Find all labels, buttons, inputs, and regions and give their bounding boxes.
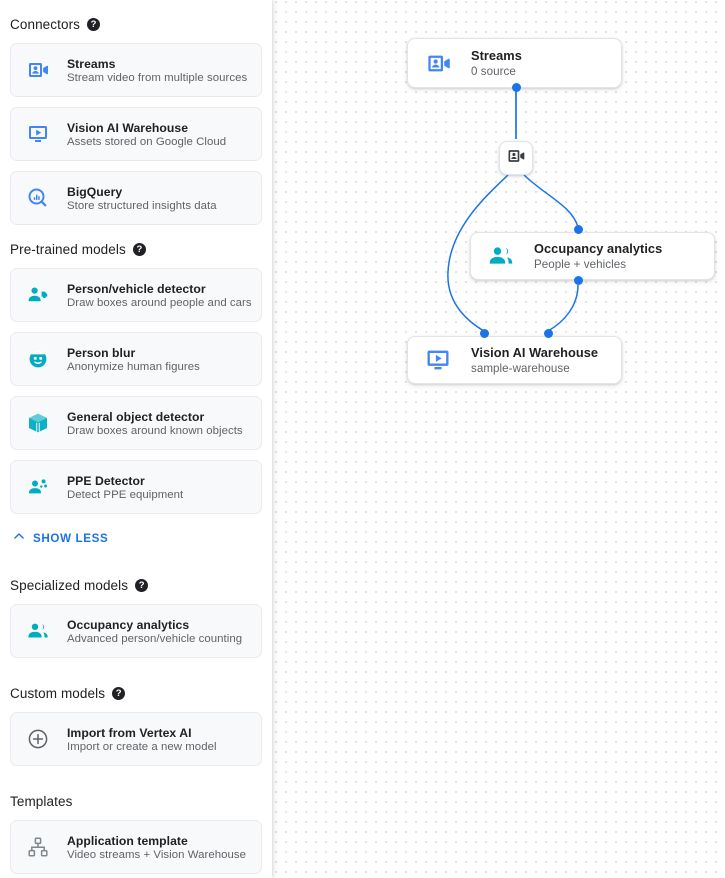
node-port-occupancy-input[interactable] xyxy=(574,225,583,234)
component-sidebar: Connectors ? Streams Stream video from m… xyxy=(0,0,272,878)
node-text: Occupancy analytics People + vehicles xyxy=(534,241,662,271)
chevron-up-icon xyxy=(12,529,26,548)
node-subtitle: sample-warehouse xyxy=(471,362,570,375)
section-header-custom-models: Custom models ? xyxy=(0,682,272,704)
card-subtitle: Anonymize human figures xyxy=(67,360,200,373)
help-icon[interactable]: ? xyxy=(112,686,126,700)
node-title: Streams xyxy=(471,48,522,63)
model-card-import-from-vertex-ai[interactable]: Import from Vertex AI Import or create a… xyxy=(10,712,262,766)
connector-card-streams[interactable]: Streams Stream video from multiple sourc… xyxy=(10,43,262,97)
card-text: Person blur Anonymize human figures xyxy=(67,346,200,373)
card-title: Application template xyxy=(67,833,188,848)
video-camera-icon xyxy=(423,48,453,78)
card-text: Import from Vertex AI Import or create a… xyxy=(67,726,217,753)
card-title: Vision AI Warehouse xyxy=(67,120,189,135)
node-title: Vision AI Warehouse xyxy=(471,345,599,360)
canvas-node-streams[interactable]: Streams 0 source xyxy=(407,38,622,88)
card-subtitle: Import or create a new model xyxy=(67,740,217,753)
node-text: Streams 0 source xyxy=(471,48,522,78)
node-subtitle: 0 source xyxy=(471,65,516,78)
help-icon[interactable]: ? xyxy=(135,578,149,592)
monitor-play-icon xyxy=(25,121,51,147)
person-vehicle-icon xyxy=(25,282,51,308)
graph-canvas[interactable]: Streams 0 source Occupancy analytics Peo… xyxy=(272,0,725,878)
card-title: Person/vehicle detector xyxy=(67,281,206,296)
model-card-occupancy-analytics[interactable]: Occupancy analytics Advanced person/vehi… xyxy=(10,604,262,658)
canvas-mini-node-stream-badge[interactable] xyxy=(499,141,533,175)
show-less-button[interactable]: SHOW LESS xyxy=(12,528,108,548)
card-subtitle: Assets stored on Google Cloud xyxy=(67,135,227,148)
section-title: Custom models xyxy=(10,685,106,701)
canvas-node-vision-ai-warehouse[interactable]: Vision AI Warehouse sample-warehouse xyxy=(407,336,622,384)
node-subtitle: People + vehicles xyxy=(534,258,627,271)
cube-icon xyxy=(25,410,51,436)
template-card-application-template[interactable]: Application template Video streams + Vis… xyxy=(10,820,262,874)
node-port-occupancy-output[interactable] xyxy=(574,276,583,285)
section-header-specialized-models: Specialized models ? xyxy=(0,574,272,596)
graph-edges xyxy=(447,54,579,332)
help-icon[interactable]: ? xyxy=(132,242,146,256)
section-title: Templates xyxy=(10,793,73,809)
card-text: Person/vehicle detector Draw boxes aroun… xyxy=(67,282,252,309)
model-card-person-vehicle-detector[interactable]: Person/vehicle detector Draw boxes aroun… xyxy=(10,268,262,322)
node-port-warehouse-input-left[interactable] xyxy=(480,329,489,338)
model-card-ppe-detector[interactable]: PPE Detector Detect PPE equipment xyxy=(10,460,262,514)
card-text: Streams Stream video from multiple sourc… xyxy=(67,57,247,84)
video-camera-icon xyxy=(506,146,526,171)
card-text: PPE Detector Detect PPE equipment xyxy=(67,474,183,501)
card-title: PPE Detector xyxy=(67,473,145,488)
card-title: Streams xyxy=(67,56,116,71)
card-text: General object detector Draw boxes aroun… xyxy=(67,410,243,437)
node-port-streams-output[interactable] xyxy=(512,83,521,92)
connector-card-bigquery[interactable]: BigQuery Store structured insights data xyxy=(10,171,262,225)
section-header-connectors: Connectors ? xyxy=(0,13,272,35)
connector-card-vision-ai-warehouse[interactable]: Vision AI Warehouse Assets stored on Goo… xyxy=(10,107,262,161)
bigquery-search-icon xyxy=(25,185,51,211)
card-subtitle: Detect PPE equipment xyxy=(67,488,184,501)
card-title: Occupancy analytics xyxy=(67,617,190,632)
card-title: Person blur xyxy=(67,345,136,360)
face-blur-icon xyxy=(25,346,51,372)
card-title: BigQuery xyxy=(67,184,123,199)
card-text: Vision AI Warehouse Assets stored on Goo… xyxy=(67,121,226,148)
plus-circle-icon xyxy=(25,726,51,752)
card-subtitle: Draw boxes around people and cars xyxy=(67,296,252,309)
node-port-warehouse-input-right[interactable] xyxy=(544,329,553,338)
card-text: Application template Video streams + Vis… xyxy=(67,834,246,861)
card-subtitle: Stream video from multiple sources xyxy=(67,71,248,84)
hierarchy-icon xyxy=(25,834,51,860)
section-title: Connectors xyxy=(10,16,81,32)
card-subtitle: Store structured insights data xyxy=(67,199,217,212)
model-card-general-object-detector[interactable]: General object detector Draw boxes aroun… xyxy=(10,396,262,450)
occupancy-people-icon xyxy=(486,241,516,271)
section-title: Specialized models xyxy=(10,577,129,593)
card-title: General object detector xyxy=(67,409,205,424)
monitor-play-icon xyxy=(423,345,453,375)
node-title: Occupancy analytics xyxy=(534,241,663,256)
ppe-person-icon xyxy=(25,474,51,500)
model-card-person-blur[interactable]: Person blur Anonymize human figures xyxy=(10,332,262,386)
section-header-pre-trained-models: Pre-trained models ? xyxy=(0,238,272,260)
node-text: Vision AI Warehouse sample-warehouse xyxy=(471,345,598,375)
card-subtitle: Draw boxes around known objects xyxy=(67,424,243,437)
card-subtitle: Advanced person/vehicle counting xyxy=(67,632,243,645)
section-header-templates: Templates xyxy=(0,790,272,812)
occupancy-people-icon xyxy=(25,618,51,644)
card-subtitle: Video streams + Vision Warehouse xyxy=(67,848,246,861)
video-camera-icon xyxy=(25,57,51,83)
canvas-node-occupancy-analytics[interactable]: Occupancy analytics People + vehicles xyxy=(470,232,715,280)
show-less-label: SHOW LESS xyxy=(33,531,109,545)
card-text: Occupancy analytics Advanced person/vehi… xyxy=(67,618,242,645)
card-text: BigQuery Store structured insights data xyxy=(67,185,217,212)
card-title: Import from Vertex AI xyxy=(67,725,192,740)
section-title: Pre-trained models xyxy=(10,241,126,257)
help-icon[interactable]: ? xyxy=(87,17,101,31)
